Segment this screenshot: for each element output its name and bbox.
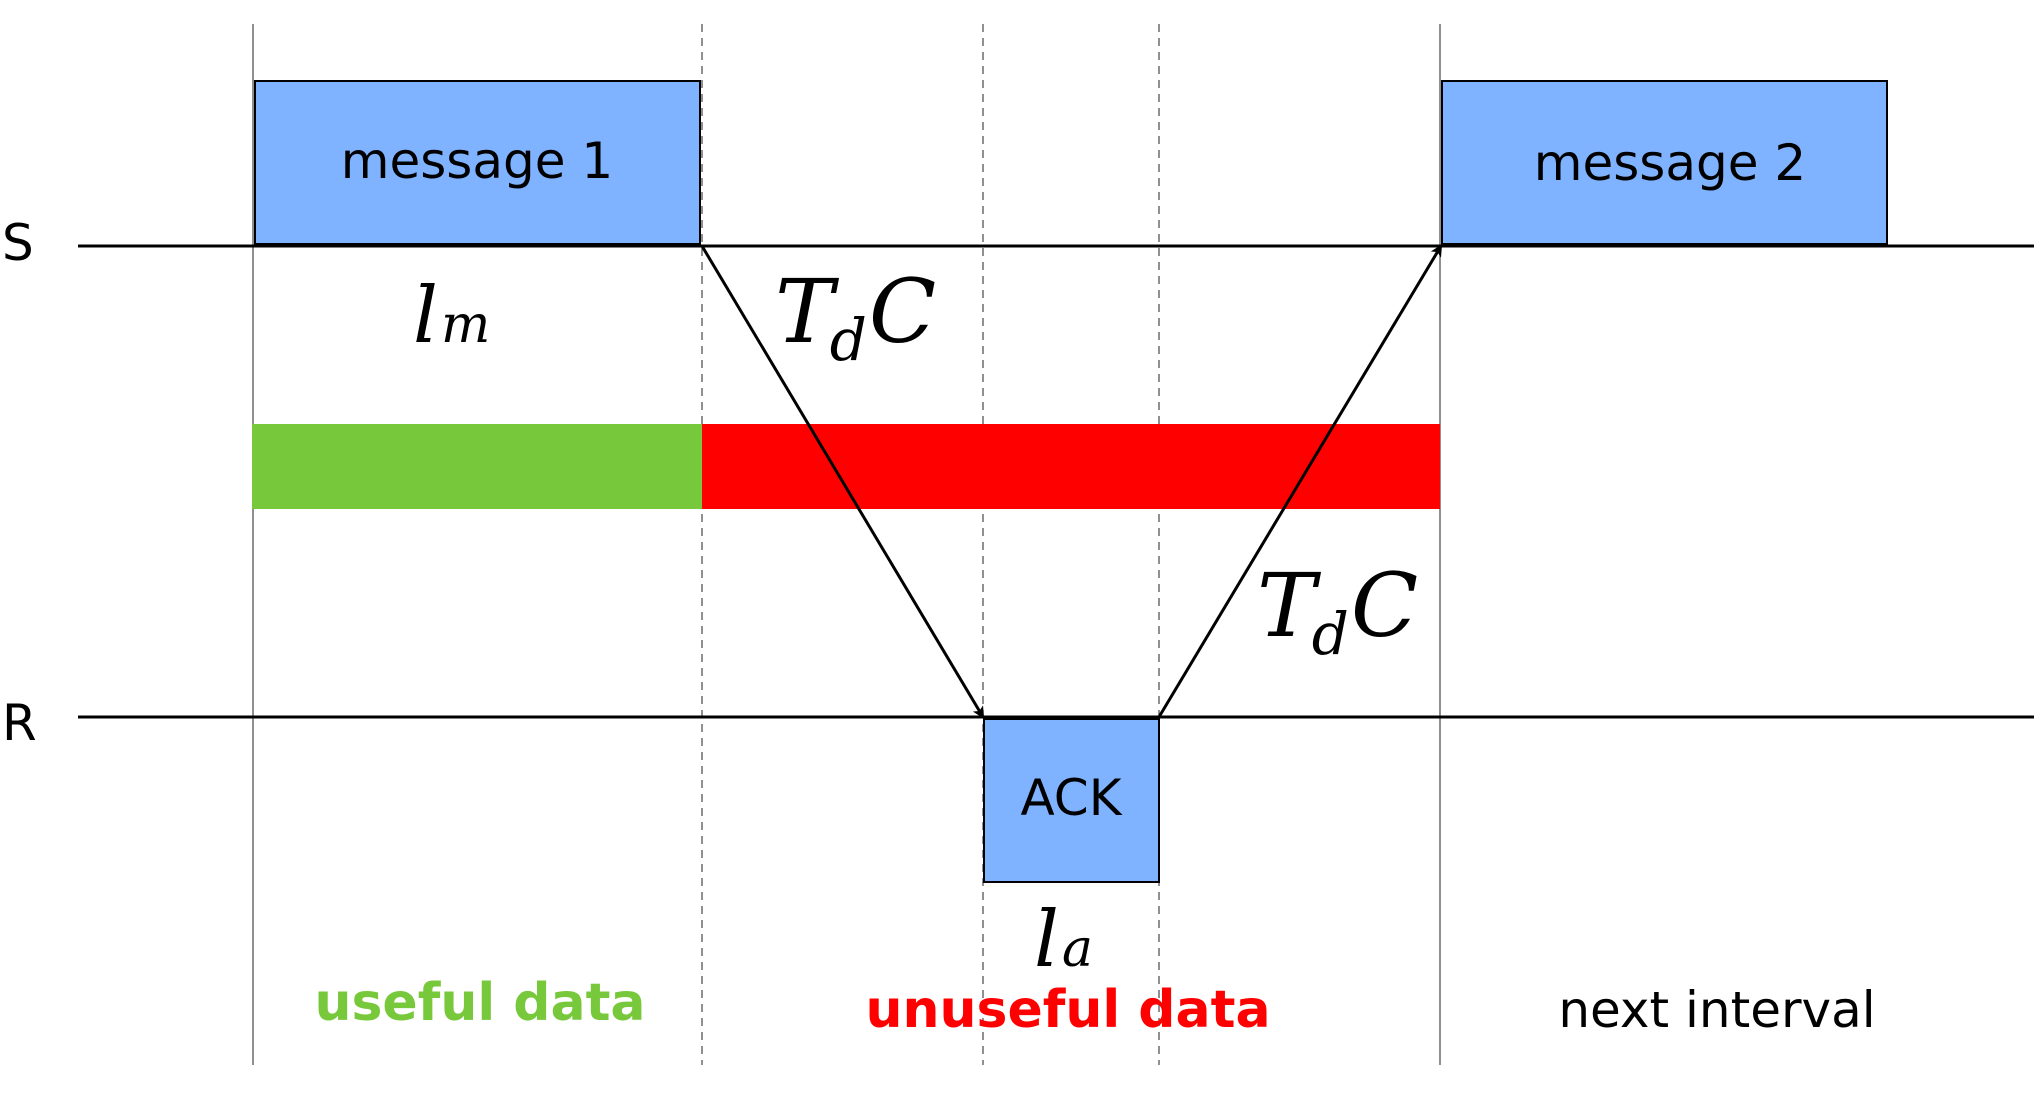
delay-top-subscript: d	[830, 306, 867, 374]
message-length-base: l	[413, 271, 438, 361]
delay-bottom-T: T	[1257, 554, 1322, 657]
message1-label: message 1	[341, 132, 613, 190]
sender-lane-label: S	[2, 214, 34, 272]
receiver-lane-label: R	[2, 694, 37, 752]
ack-propagation-arrow	[1157, 244, 1443, 718]
message-length-subscript: m	[441, 295, 490, 355]
ack-length-subscript: a	[1062, 919, 1093, 979]
ack-length-symbol: la	[1034, 895, 1093, 985]
ack-box	[983, 718, 1160, 883]
ack-length-base: l	[1034, 895, 1059, 985]
unuseful-data-label: unuseful data	[865, 980, 1270, 1040]
delay-bottom-subscript: d	[1312, 600, 1349, 668]
delay-top-T: T	[775, 260, 840, 363]
delay-symbol-bottom: TdC	[1257, 554, 1418, 668]
message2-label: message 2	[1534, 134, 1806, 192]
delay-top-C: C	[869, 260, 936, 363]
delay-symbol-top: TdC	[775, 260, 936, 374]
useful-data-bar	[252, 424, 702, 509]
unuseful-data-bar	[702, 424, 1440, 509]
next-interval-label: next interval	[1558, 981, 1875, 1039]
message2-box	[1441, 80, 1888, 245]
message-length-symbol: lm	[413, 271, 490, 361]
useful-data-label: useful data	[314, 973, 645, 1033]
ack-label: ACK	[1020, 769, 1122, 827]
message1-propagation-arrow	[700, 245, 985, 719]
delay-bottom-C: C	[1351, 554, 1418, 657]
message1-box	[254, 80, 701, 245]
